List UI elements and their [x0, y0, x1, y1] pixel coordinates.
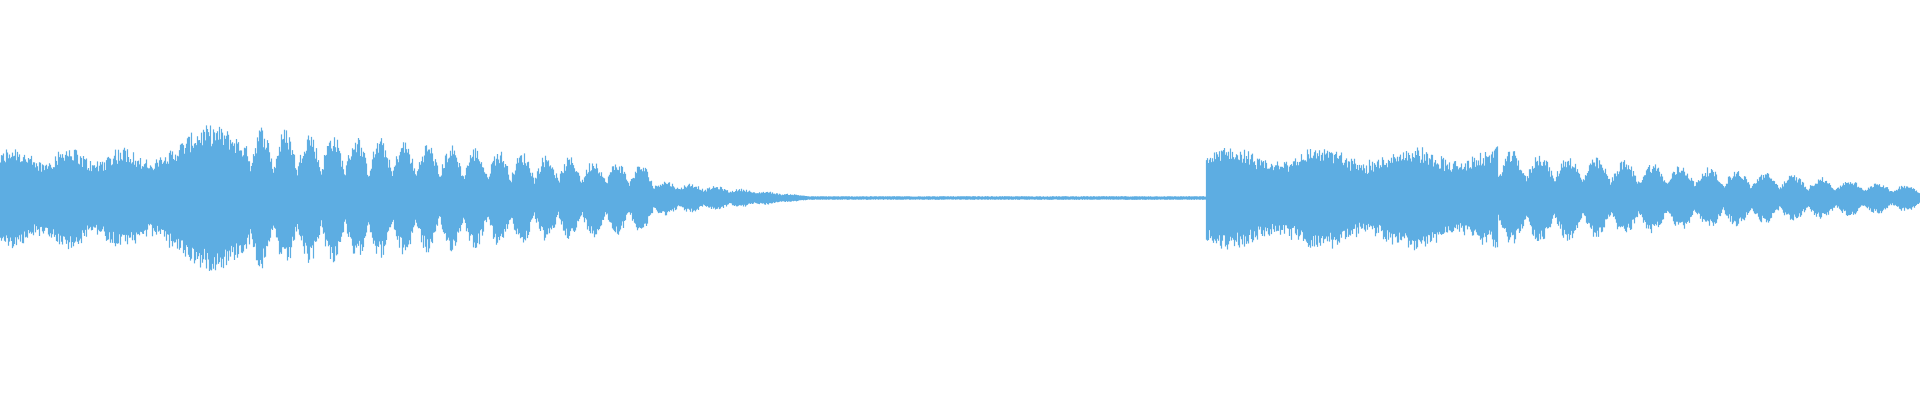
audio-waveform: [0, 125, 1920, 271]
